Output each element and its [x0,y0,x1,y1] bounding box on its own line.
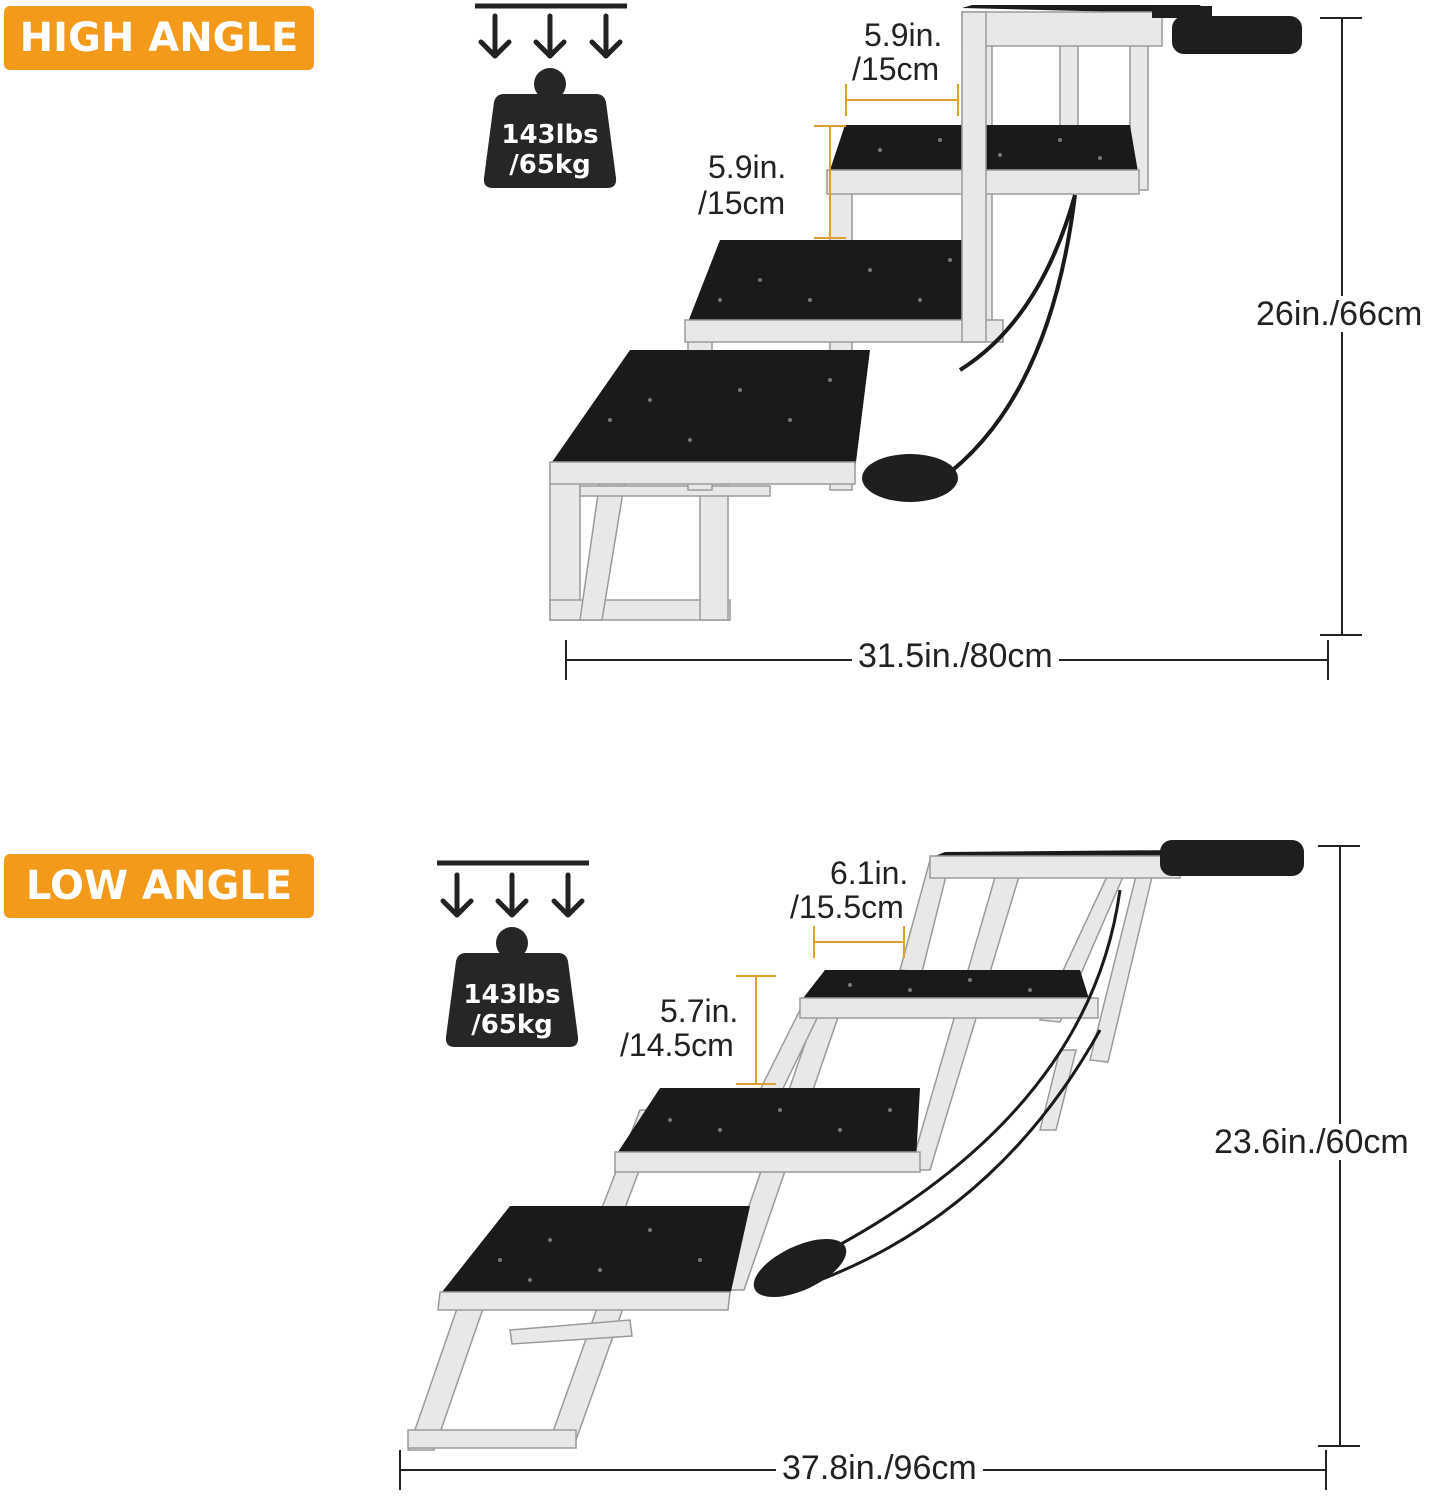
weight-kg: /65kg [471,1010,553,1040]
low-step-width-cm: /15.5cm [790,889,904,925]
weight-lbs: 143lbs [501,120,599,150]
high-angle-stairs [549,5,1302,621]
weight-icon [475,3,627,188]
low-height-label: 23.6in./60cm [1208,1124,1415,1160]
low-step-width-in: 6.1in. [830,855,909,891]
handle-icon [1172,16,1302,54]
weight-lbs: 143lbs [463,980,561,1010]
high-angle-badge: HIGH ANGLE [4,6,314,70]
low-step-rise-cm: /14.5cm [620,1027,734,1063]
down-arrow-icon [478,13,623,59]
weight-kg: /65kg [509,150,591,180]
high-height-label: 26in./66cm [1250,296,1429,332]
high-step-rise-cm: /15cm [698,185,786,221]
down-arrow-icon [440,872,585,918]
high-step-rise-in: 5.9in. [708,149,787,185]
low-step-rise-in: 5.7in. [660,993,739,1029]
high-step-width-in: 5.9in. [864,17,943,53]
handle-icon [1160,840,1304,876]
low-length-label: 37.8in./96cm [776,1450,983,1486]
handle-icon [862,454,958,502]
weight-icon [437,860,589,1047]
high-dimension-lines [565,17,1362,680]
low-angle-badge: LOW ANGLE [4,854,314,918]
low-angle-stairs [406,840,1304,1451]
high-step-width-cm: /15cm [852,51,940,87]
high-length-label: 31.5in./80cm [852,638,1059,674]
